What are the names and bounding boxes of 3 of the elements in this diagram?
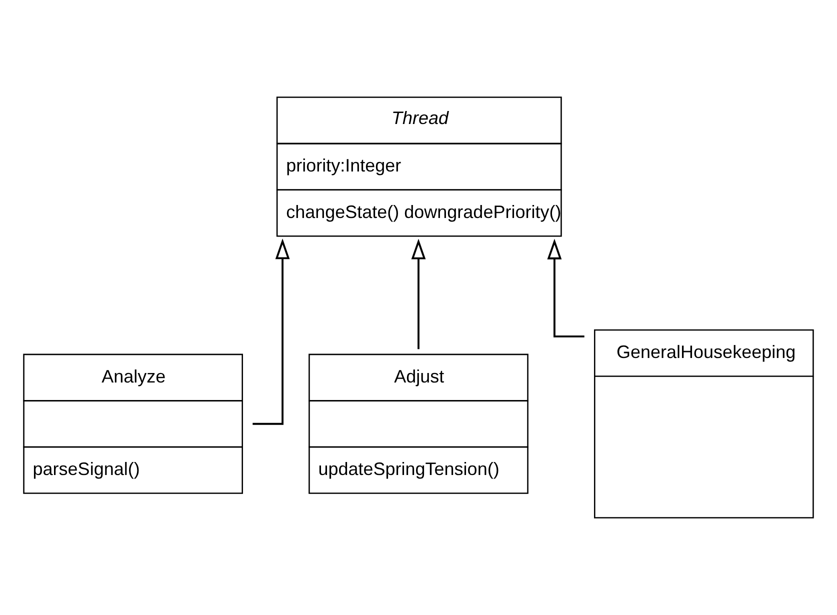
arrow	[411, 238, 426, 350]
arrow	[252, 238, 290, 425]
arrow	[547, 238, 584, 338]
